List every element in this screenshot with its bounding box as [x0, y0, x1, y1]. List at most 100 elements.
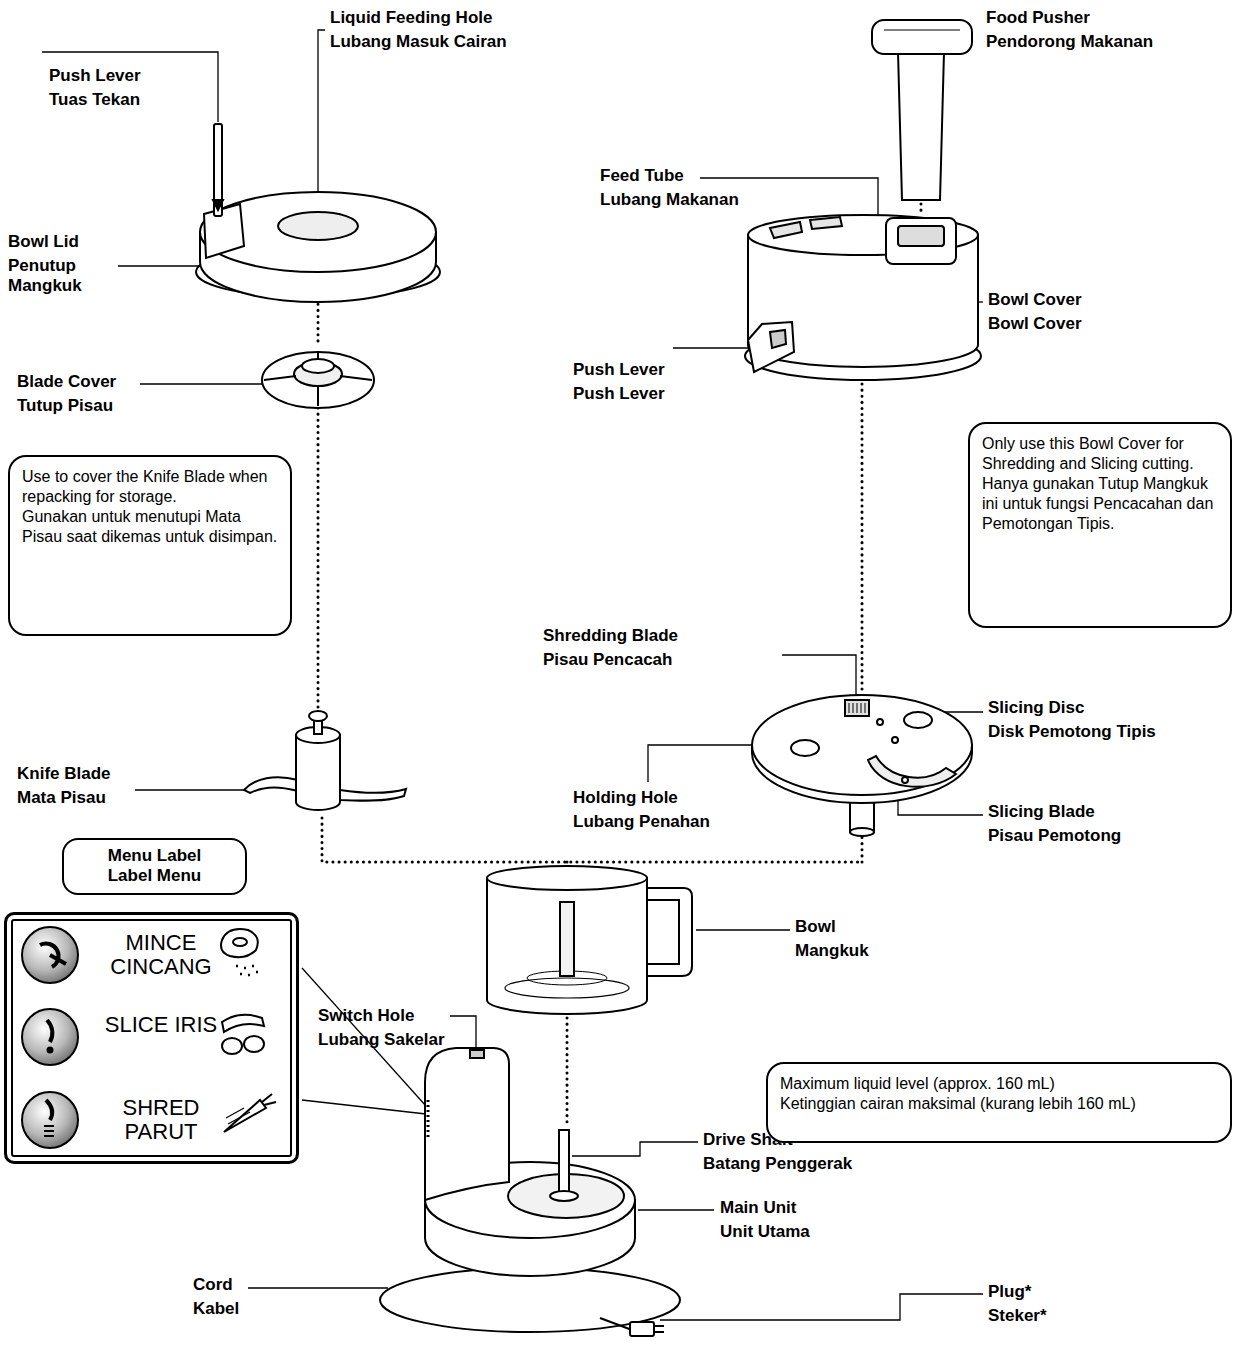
- carrot-shreds: [226, 1108, 250, 1124]
- cucumber-slice: [244, 1036, 264, 1052]
- shred-icon: [22, 1092, 78, 1148]
- part-label: Mangkuk: [795, 941, 869, 961]
- meat-fat: [233, 938, 247, 946]
- bowl-body: [487, 878, 647, 1014]
- note-text: Use to cover the Knife Blade when repack…: [22, 467, 278, 507]
- part-label: Kabel: [193, 1299, 239, 1319]
- minced-bits: [236, 966, 258, 975]
- blade-knob: [309, 711, 327, 721]
- leader-line: [135, 789, 246, 790]
- assembly-guide: [920, 204, 923, 216]
- lid-tab: [204, 204, 244, 258]
- tag-text: Label Menu: [72, 866, 237, 886]
- tower: [425, 1048, 509, 1200]
- part-label: Slicing Blade: [988, 802, 1095, 822]
- plug-prongs: [654, 1326, 664, 1332]
- part-label: Tuas Tekan: [49, 90, 140, 110]
- part-label: Pisau Pencacah: [543, 650, 672, 670]
- pusher-tube: [898, 52, 944, 200]
- part-label: Lubang Penahan: [573, 812, 710, 832]
- note-text: Only use this Bowl Cover for Shredding a…: [982, 434, 1218, 474]
- menu-item-text: SLICE IRIS: [103, 1013, 219, 1037]
- disc-face: [752, 695, 972, 795]
- cover-spokes: [264, 352, 372, 406]
- push-lever: [214, 124, 222, 216]
- bowl-cover: [745, 215, 981, 380]
- slice-icon: [22, 1009, 78, 1065]
- menu-label-panel: MINCE CINCANG SLICE IRIS SHRED PARUT: [4, 912, 299, 1164]
- shaft-collar: [550, 1191, 578, 1201]
- part-label: Cord: [193, 1275, 233, 1295]
- part-label: Slicing Disc: [988, 698, 1084, 718]
- leader-line: [118, 265, 205, 266]
- part-label: Bowl: [795, 917, 836, 937]
- note-text: Ketinggian cairan maksimal (kurang lebih…: [780, 1094, 1218, 1114]
- part-label: Holding Hole: [573, 788, 678, 808]
- note-box: Use to cover the Knife Blade when repack…: [8, 455, 292, 636]
- leader-line: [450, 1016, 476, 1048]
- part-label: Lubang Sakelar: [318, 1030, 445, 1050]
- rivet: [902, 777, 908, 783]
- menu-icons: [22, 927, 276, 1148]
- carrot-leaves: [262, 1094, 276, 1105]
- shred-symbol: [46, 1100, 52, 1120]
- plug-cord: [600, 1318, 632, 1330]
- leader-line: [248, 1287, 388, 1288]
- leader-line: [660, 1294, 983, 1320]
- blade-left: [244, 777, 298, 793]
- slice-symbol: [47, 1020, 52, 1042]
- part-label: Switch Hole: [318, 1006, 414, 1026]
- leader-line: [638, 1209, 714, 1210]
- feed-tube: [886, 218, 956, 264]
- lid-top: [200, 192, 436, 272]
- menu-label-strip: [427, 1100, 430, 1140]
- cover-ring: [302, 359, 334, 373]
- leader-line: [696, 929, 790, 930]
- part-label: Push Lever: [573, 360, 665, 380]
- food-pusher: [872, 20, 972, 200]
- slicing-blade: [868, 756, 956, 787]
- knife-blade: [244, 711, 406, 810]
- holding-hole: [791, 740, 819, 756]
- part-label: Pendorong Makanan: [986, 32, 1153, 52]
- main-unit: [380, 1048, 680, 1336]
- part-label: Lubang Makanan: [600, 190, 739, 210]
- part-label: Bowl Cover: [988, 290, 1082, 310]
- part-label: Lubang Masuk Cairan: [330, 32, 507, 52]
- lever-mark: [213, 200, 223, 210]
- menu-item-text: MINCE CINCANG: [103, 931, 219, 979]
- pusher-cap: [872, 20, 972, 54]
- bowl-lid: [196, 124, 440, 302]
- note-text: Maximum liquid level (approx. 160 mL): [780, 1074, 1218, 1094]
- cover-slots: [770, 217, 842, 238]
- shredding-blade: [845, 700, 869, 716]
- cucumber-icon: [222, 1015, 264, 1032]
- note-box: Only use this Bowl Cover for Shredding a…: [968, 422, 1232, 628]
- carrot-icon: [224, 1100, 266, 1132]
- part-label: Shredding Blade: [543, 626, 678, 646]
- plug: [630, 1322, 654, 1336]
- lever-button: [770, 330, 786, 348]
- note-box: Maximum liquid level (approx. 160 mL)Ket…: [766, 1062, 1232, 1143]
- liquid-mark: [505, 978, 629, 998]
- feed-tube-opening: [898, 226, 944, 246]
- assembly-guide: [861, 384, 864, 692]
- cover-disc: [262, 352, 374, 408]
- menu-item-text: SHRED PARUT: [103, 1096, 219, 1144]
- part-label: Mata Pisau: [17, 788, 106, 808]
- rivet: [892, 737, 898, 743]
- part-label: Penutup Mangkuk: [8, 256, 98, 296]
- part-label: Push Lever: [49, 66, 141, 86]
- part-label: Knife Blade: [17, 764, 111, 784]
- part-label: Blade Cover: [17, 372, 116, 392]
- slice-dot: [48, 1048, 53, 1053]
- menu-label-tag: Menu LabelLabel Menu: [62, 838, 247, 895]
- switch-hole: [470, 1050, 484, 1058]
- part-label: Unit Utama: [720, 1222, 810, 1242]
- part-label: Bowl Lid: [8, 232, 79, 252]
- meat-icon: [221, 929, 258, 957]
- assembly-guide: [566, 1018, 569, 1126]
- note-text: Hanya gunakan Tutup Mangkuk ini untuk fu…: [982, 474, 1218, 534]
- disc-shaft-end: [850, 828, 874, 836]
